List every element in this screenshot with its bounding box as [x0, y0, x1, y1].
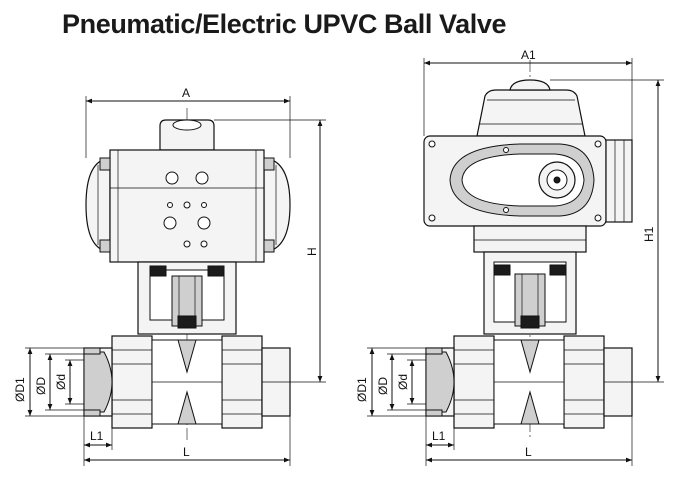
- dim-label-h: H: [305, 247, 319, 256]
- dim-label-d-left: ØD: [34, 377, 48, 395]
- dim-label-l-right: L: [525, 445, 532, 459]
- dim-label-a1: A1: [521, 48, 536, 62]
- dim-label-d-right: ØD: [376, 377, 390, 395]
- dim-label-a: A: [182, 86, 190, 100]
- dim-label-dsmall-right: Ød: [396, 374, 410, 390]
- dim-label-dsmall-left: Ød: [54, 374, 68, 390]
- pneumatic-valve-drawing: [25, 96, 326, 466]
- dim-label-l1-left: L1: [90, 429, 104, 443]
- dim-label-l1-right: L1: [432, 429, 446, 443]
- dim-label-h1: H1: [642, 226, 656, 242]
- dim-label-d1-left: ØD1: [13, 377, 27, 402]
- electric-valve-drawing: [367, 58, 664, 466]
- dim-label-l-left: L: [183, 445, 190, 459]
- page-title: Pneumatic/Electric UPVC Ball Valve: [62, 9, 507, 39]
- dim-label-d1-right: ØD1: [355, 377, 369, 402]
